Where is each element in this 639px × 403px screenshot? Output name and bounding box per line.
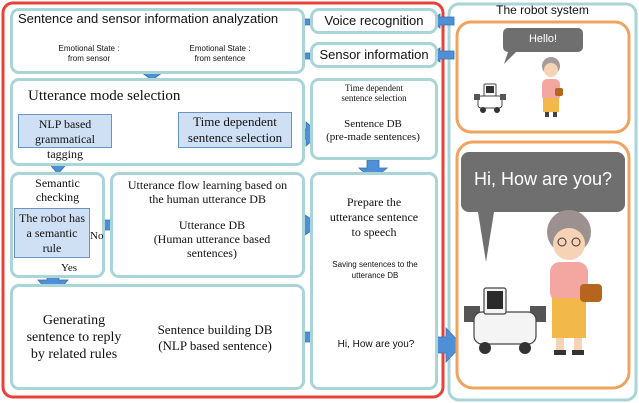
output-bubble-text: Hi, How are you? (337, 339, 415, 350)
time-dependent-line2: sentence selection (187, 130, 283, 145)
robot-system-panel (447, 2, 638, 402)
analyzer-title: Sentence and sensor information analyzat… (18, 11, 279, 26)
speech-small-text: Hello! (528, 33, 558, 45)
sentence-building-line2: (NLP based sentence) (158, 338, 272, 353)
grandma-small-illustration (542, 57, 563, 117)
prepare-panel (310, 172, 438, 390)
speech-bubble-small (503, 28, 583, 64)
flow-learning-title-line1: Utterance flow learning based on (127, 178, 288, 192)
time-dependent-line1: Time dependent (193, 114, 277, 129)
generating-panel (10, 284, 305, 390)
generating-line3: by related rules (30, 347, 118, 362)
nlp-tagging-line2: grammatical tagging (35, 132, 95, 161)
sensor-information-label: Sensor information (319, 47, 429, 62)
yes-label: Yes (61, 262, 78, 274)
semantic-question-box: The robot has a semantic rule (14, 208, 90, 258)
saving-db-line1: Saving sentences to the (332, 260, 418, 269)
no-label: No (90, 230, 104, 242)
grandma-large-illustration (547, 210, 602, 355)
saving-db-label: Saving sentences to the utterance DB (327, 259, 423, 281)
prepare-title-line3: to speech (351, 225, 397, 239)
generating-line2: sentence to reply (26, 330, 122, 345)
db-sensor-line1: Emotional State : (58, 44, 120, 53)
sentence-db-line2: (pre-made sentences) (326, 131, 420, 143)
sensor-information-box (310, 42, 438, 68)
saving-db-line2: utterance DB (351, 271, 399, 280)
voice-recognition-label: Voice recognition (324, 13, 424, 28)
time-dependent-box: Time dependent sentence selection (178, 112, 292, 148)
utterance-mode-title: Utterance mode selection (28, 88, 181, 104)
generating-line1: Generating (42, 313, 106, 328)
db-sentence-line2: from sentence (194, 54, 246, 63)
db-sentence-line1: Emotional State : (189, 44, 251, 53)
flow-learning-title: Utterance flow learning based on the hum… (112, 178, 303, 206)
sentence-building-line1: Sentence building DB (157, 322, 273, 337)
utterance-db-line1: Utterance DB (178, 218, 246, 232)
prepare-title-line2: utterance sentence (329, 210, 419, 224)
db-sentence-label: Emotional State : from sentence (183, 44, 257, 64)
robot-large-illustration (464, 287, 546, 354)
voice-recognition-box (310, 8, 438, 34)
generating-text: Generating sentence to reply by related … (14, 312, 134, 363)
robot-system-title: The robot system (496, 3, 589, 17)
sentence-db-panel-title-line1: Time dependent (345, 83, 403, 93)
main-frame (1, 1, 445, 399)
nlp-tagging-line1: NLP based (38, 117, 92, 131)
semantic-question-line3: rule (42, 241, 62, 255)
sentence-db-panel (310, 78, 438, 160)
db-sensor-line2: from sensor (67, 54, 111, 63)
prepare-title-line1: Prepare the (346, 195, 402, 209)
sentence-db-panel-title-line2: sentence selection (341, 93, 407, 103)
utterance-db-line2: (Human utterance based (153, 232, 271, 246)
sentence-building-db-label: Sentence building DB (NLP based sentence… (131, 322, 299, 354)
semantic-title: Semantic checking (14, 176, 101, 204)
speech-bubble-large (461, 152, 625, 262)
prepare-title: Prepare the utterance sentence to speech (313, 195, 435, 240)
sentence-db-line1: Sentence DB (344, 118, 402, 130)
flow-learning-panel (110, 172, 305, 278)
semantic-title-line1: Semantic (35, 176, 80, 190)
sentence-db-panel-title: Time dependent sentence selection (313, 83, 435, 103)
speech-large-text: Hi, How are you? (473, 169, 613, 189)
utterance-db-label: Utterance DB (Human utterance based sent… (137, 218, 287, 260)
nlp-tagging-box: NLP based grammatical tagging (18, 114, 112, 161)
semantic-question-line1: The robot has (19, 211, 85, 225)
semantic-title-line2: checking (35, 190, 80, 204)
db-sensor-label: Emotional State : from sensor (54, 44, 124, 64)
sentence-db-label: Sentence DB (pre-made sentences) (322, 118, 424, 144)
flow-learning-title-line2: the human utterance DB (149, 192, 266, 206)
semantic-question-line2: a semantic (26, 226, 78, 240)
analyzer-panel (10, 8, 305, 74)
robot-small-illustration (474, 83, 506, 113)
utterance-db-line3: sentences) (187, 246, 237, 260)
